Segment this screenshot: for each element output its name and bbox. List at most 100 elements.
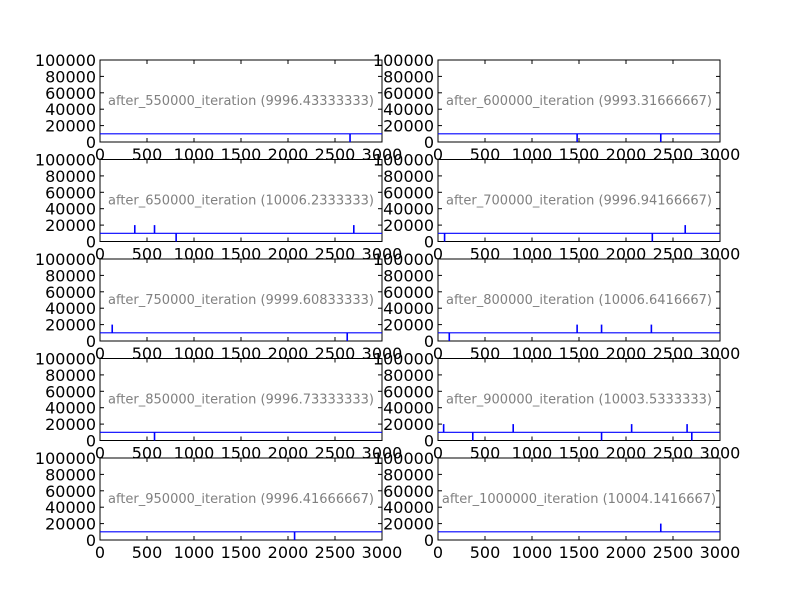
y-tick-label: 60000 <box>45 283 96 302</box>
x-tick-label: 500 <box>132 543 163 562</box>
y-tick-label: 20000 <box>45 117 96 136</box>
y-tick-label: 80000 <box>383 465 434 484</box>
y-tick-label: 60000 <box>45 84 96 103</box>
y-tick-label: 80000 <box>45 167 96 186</box>
subplot-title: after_800000_iteration (10006.6416667) <box>446 293 712 308</box>
y-tick-label: 20000 <box>383 515 434 534</box>
y-tick-label: 80000 <box>45 366 96 385</box>
axes-frame <box>99 159 383 242</box>
x-tick-label: 0 <box>95 245 105 264</box>
y-tick-label: 40000 <box>383 100 434 119</box>
y-tick-label: 40000 <box>45 100 96 119</box>
x-tick-label: 0 <box>433 344 443 363</box>
y-tick-label: 0 <box>424 233 434 252</box>
y-tick-label: 20000 <box>383 216 434 235</box>
y-tick-label: 100000 <box>35 51 96 70</box>
y-tick-label: 60000 <box>45 382 96 401</box>
x-tick-label: 3000 <box>700 543 741 562</box>
axes-frame <box>437 457 721 541</box>
y-tick-label: 40000 <box>383 498 434 517</box>
x-tick-label: 500 <box>470 543 501 562</box>
y-tick-label: 40000 <box>45 299 96 318</box>
x-tick-label: 2500 <box>653 543 694 562</box>
y-tick-label: 20000 <box>383 415 434 434</box>
y-tick-label: 60000 <box>383 183 434 202</box>
y-tick-label: 0 <box>424 133 434 152</box>
subplot-title: after_750000_iteration (9999.60833333) <box>108 293 374 308</box>
x-tick-label: 1000 <box>174 543 215 562</box>
y-tick-label: 60000 <box>45 482 96 501</box>
subplot-title: after_700000_iteration (9996.94166667) <box>446 194 712 209</box>
y-tick-label: 100000 <box>373 449 434 468</box>
x-tick-label: 0 <box>433 444 443 463</box>
y-tick-label: 60000 <box>45 183 96 202</box>
axes-frame <box>99 457 383 541</box>
y-tick-label: 100000 <box>373 350 434 369</box>
subplot-title: after_850000_iteration (9996.73333333) <box>108 393 374 408</box>
x-tick-label: 2000 <box>606 543 647 562</box>
y-tick-label: 80000 <box>383 167 434 186</box>
y-tick-label: 20000 <box>45 415 96 434</box>
y-tick-label: 100000 <box>35 250 96 269</box>
y-tick-label: 0 <box>86 531 96 550</box>
y-tick-label: 100000 <box>373 51 434 70</box>
y-tick-label: 100000 <box>35 151 96 170</box>
x-tick-label: 2000 <box>268 543 309 562</box>
x-tick-label: 0 <box>95 444 105 463</box>
x-tick-label: 3000 <box>362 543 403 562</box>
y-tick-label: 100000 <box>373 250 434 269</box>
subplot-title: after_1000000_iteration (10004.1416667) <box>442 492 716 507</box>
y-tick-label: 20000 <box>383 117 434 136</box>
x-tick-label: 0 <box>95 145 105 164</box>
y-tick-label: 80000 <box>45 67 96 86</box>
subplot-title: after_550000_iteration (9996.43333333) <box>108 94 374 109</box>
y-tick-label: 0 <box>86 233 96 252</box>
y-tick-label: 80000 <box>383 67 434 86</box>
y-tick-label: 40000 <box>383 200 434 219</box>
y-tick-label: 60000 <box>383 382 434 401</box>
y-tick-label: 80000 <box>383 366 434 385</box>
y-tick-label: 40000 <box>45 399 96 418</box>
y-tick-label: 80000 <box>45 266 96 285</box>
y-tick-label: 100000 <box>373 151 434 170</box>
y-tick-label: 0 <box>424 332 434 351</box>
x-tick-label: 1500 <box>559 543 600 562</box>
y-tick-label: 100000 <box>35 449 96 468</box>
y-tick-label: 100000 <box>35 350 96 369</box>
y-tick-label: 20000 <box>45 216 96 235</box>
subplot-title: after_600000_iteration (9993.31666667) <box>446 94 712 109</box>
y-tick-label: 80000 <box>45 465 96 484</box>
y-tick-label: 60000 <box>383 84 434 103</box>
y-tick-label: 20000 <box>383 316 434 335</box>
y-tick-label: 60000 <box>383 482 434 501</box>
x-tick-label: 0 <box>433 543 443 562</box>
y-tick-label: 0 <box>86 133 96 152</box>
x-tick-label: 2500 <box>315 543 356 562</box>
y-tick-label: 20000 <box>45 515 96 534</box>
y-tick-label: 20000 <box>45 316 96 335</box>
y-tick-label: 40000 <box>45 200 96 219</box>
axes-frame <box>437 358 721 441</box>
axes-frame <box>437 159 721 242</box>
x-tick-label: 0 <box>95 543 105 562</box>
y-tick-label: 0 <box>424 432 434 451</box>
x-tick-label: 0 <box>95 344 105 363</box>
y-tick-label: 0 <box>424 531 434 550</box>
y-tick-label: 0 <box>86 432 96 451</box>
y-tick-label: 60000 <box>383 283 434 302</box>
x-tick-label: 0 <box>433 245 443 264</box>
y-tick-label: 40000 <box>45 498 96 517</box>
x-tick-label: 1500 <box>221 543 262 562</box>
axes-frame <box>99 59 383 143</box>
